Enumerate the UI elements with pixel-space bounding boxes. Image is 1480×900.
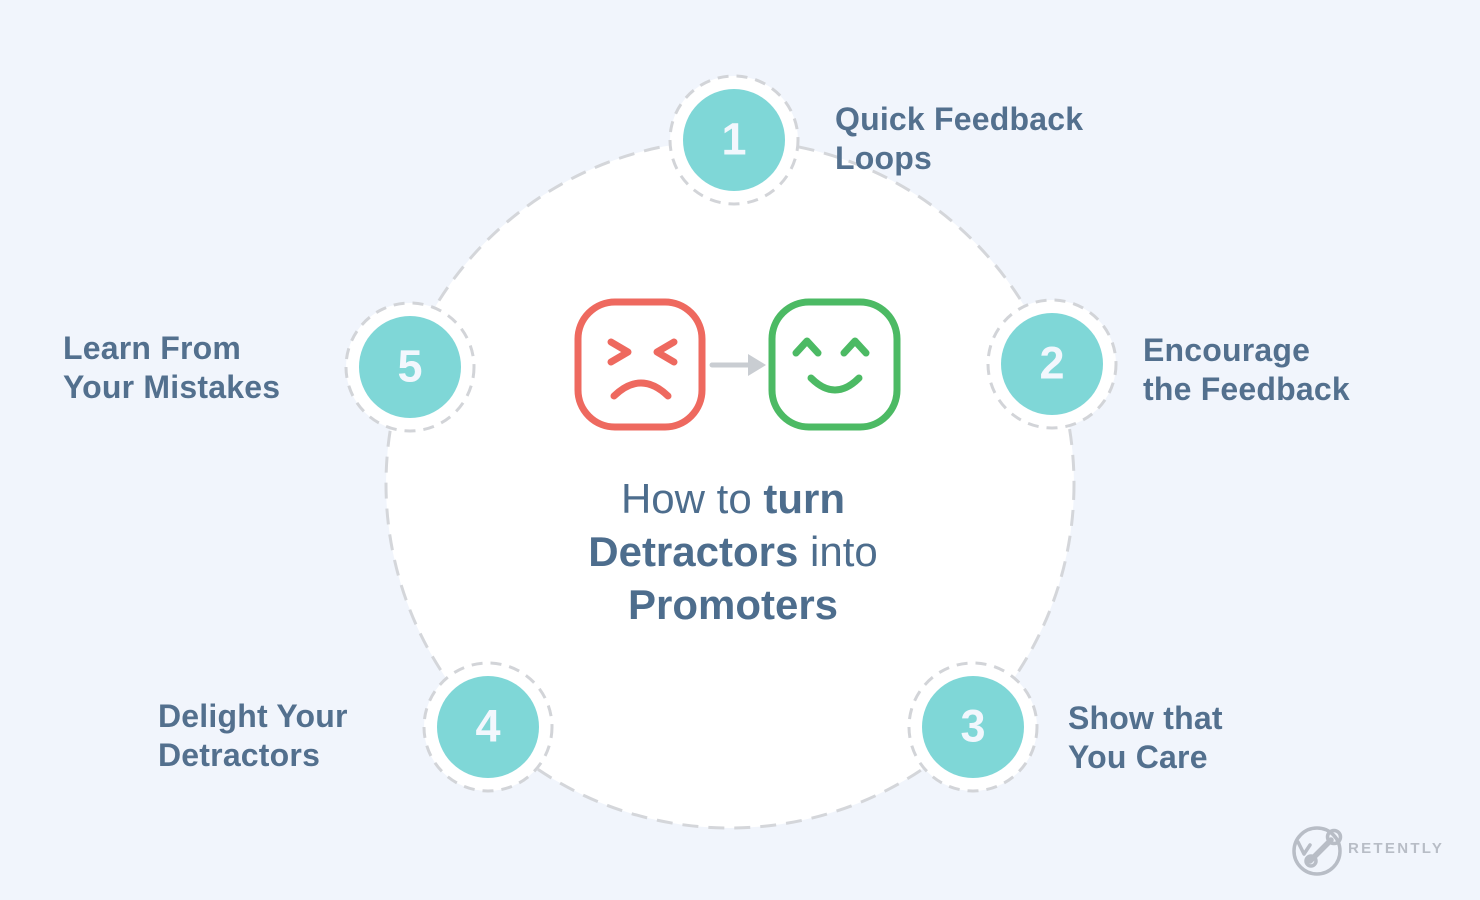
step-badge-5 xyxy=(344,301,476,433)
step-label-4: Delight Your Detractors xyxy=(158,697,348,775)
step-number-2: 2 xyxy=(1039,337,1065,389)
title-line-3: Promoters xyxy=(588,578,877,631)
step-label-1-line-1: Quick Feedback xyxy=(835,101,1084,137)
title-bold-text: turn xyxy=(763,475,846,522)
happy-face-icon xyxy=(768,298,901,431)
sad-face-icon xyxy=(574,298,706,431)
step-badge-2 xyxy=(986,298,1118,430)
step-label-4-line-2: Detractors xyxy=(158,737,321,773)
title-line-2: Detractors into xyxy=(588,525,877,578)
retently-logo-wordmark: RETENTLY xyxy=(1348,840,1445,857)
title-light-text: into xyxy=(798,528,878,575)
step-number-5: 5 xyxy=(397,340,423,392)
title-line-1: How to turn xyxy=(588,472,877,525)
step-label-2-line-1: Encourage xyxy=(1143,332,1311,368)
step-label-5: Learn From Your Mistakes xyxy=(63,329,280,407)
title-bold-text: Detractors xyxy=(588,528,799,575)
step-label-1-line-2: Loops xyxy=(835,140,932,176)
step-number-3: 3 xyxy=(960,700,986,752)
retently-logo-mark xyxy=(1292,826,1343,876)
step-label-1: Quick Feedback Loops xyxy=(835,100,1083,178)
badge-disc xyxy=(437,676,539,778)
step-label-5-line-1: Learn From xyxy=(63,330,242,366)
badge-disc xyxy=(922,676,1024,778)
step-badge-4 xyxy=(422,661,554,793)
step-badge-1 xyxy=(668,74,800,206)
page-title: How to turn Detractors into Promoters xyxy=(588,472,877,631)
step-number-1: 1 xyxy=(721,113,747,165)
step-label-5-line-2: Your Mistakes xyxy=(63,369,281,405)
step-badge-3 xyxy=(907,661,1039,793)
step-label-2: Encourage the Feedback xyxy=(1143,331,1350,409)
title-bold-text: Promoters xyxy=(627,581,839,628)
badge-disc xyxy=(683,89,785,191)
step-label-3-line-2: You Care xyxy=(1068,739,1208,775)
badge-disc xyxy=(1001,313,1103,415)
badge-disc xyxy=(359,316,461,418)
step-label-3: Show that You Care xyxy=(1068,699,1223,777)
step-number-4: 4 xyxy=(475,700,501,752)
step-label-4-line-1: Delight Your xyxy=(158,698,348,734)
step-label-2-line-2: the Feedback xyxy=(1143,371,1350,407)
step-label-3-line-1: Show that xyxy=(1068,700,1223,736)
title-light-text: How to xyxy=(620,475,764,522)
right-arrow-icon xyxy=(709,354,766,376)
